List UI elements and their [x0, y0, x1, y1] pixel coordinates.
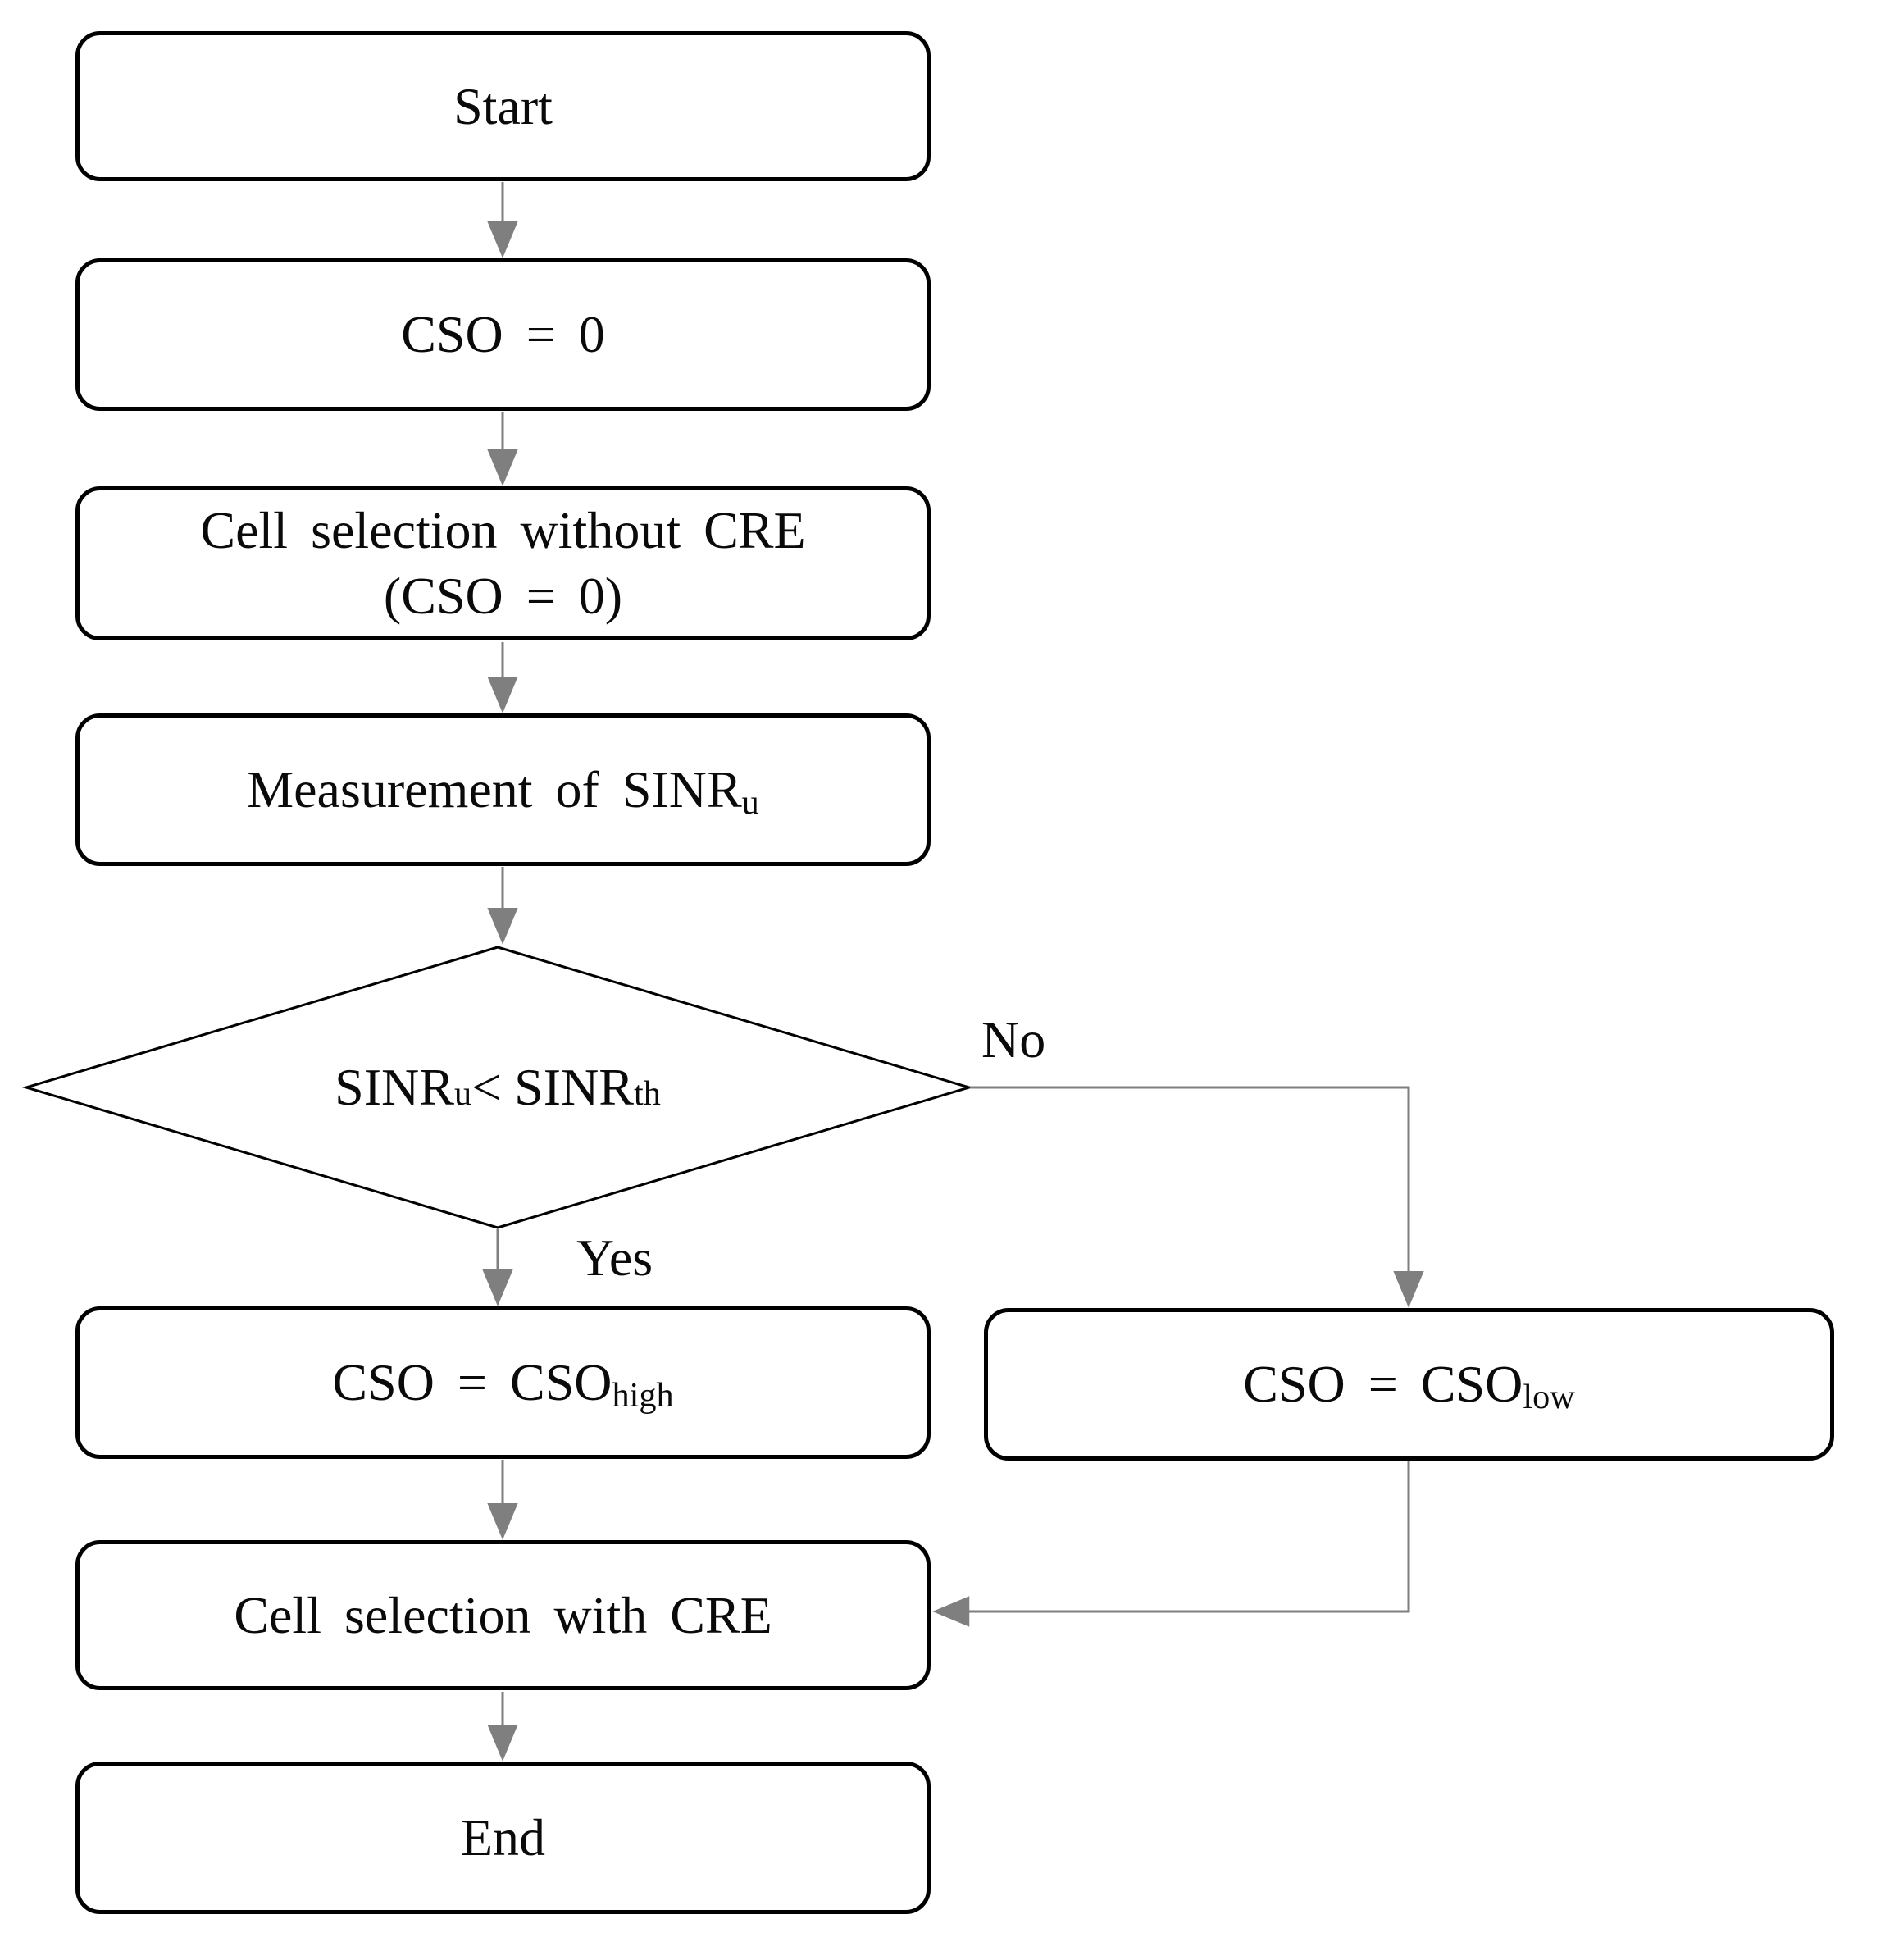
subscript-high: high — [612, 1375, 674, 1415]
node-cell-selection-with-cre-label: Cell selection with CRE — [234, 1585, 772, 1644]
edge-label-yes: Yes — [576, 1228, 653, 1287]
node-cell-selection-with-cre: Cell selection with CRE — [75, 1540, 931, 1690]
node-cso-low: CSO = CSOlow — [984, 1308, 1834, 1461]
arrow-decision-no-to-cso-low — [970, 1086, 1424, 1308]
node-end: End — [75, 1762, 931, 1914]
subscript-u: u — [741, 782, 759, 822]
node-cso-zero-label: CSO = 0 — [401, 305, 605, 363]
node-cso-zero: CSO = 0 — [75, 258, 931, 411]
node-cell-selection-without-cre-line1: Cell selection without CRE — [200, 501, 806, 559]
node-cso-high-label: CSO = CSOhigh — [332, 1353, 674, 1415]
node-cell-selection-without-cre-line2: (CSO = 0) — [383, 567, 623, 625]
edge-label-no: No — [981, 1010, 1046, 1069]
subscript-low: low — [1523, 1377, 1575, 1416]
node-start-label: Start — [453, 76, 553, 135]
arrow-cso-low-to-cell-selection-with-cre — [932, 1461, 1410, 1627]
node-measurement-sinr: Measurement of SINRu — [75, 713, 931, 866]
node-cso-low-label: CSO = CSOlow — [1243, 1355, 1575, 1416]
node-start: Start — [75, 31, 931, 181]
node-end-label: End — [460, 1808, 546, 1867]
node-cell-selection-without-cre: Cell selection without CRE (CSO = 0) — [75, 486, 931, 640]
node-measurement-sinr-label: Measurement of SINRu — [247, 760, 759, 822]
node-cso-high: CSO = CSOhigh — [75, 1306, 931, 1459]
